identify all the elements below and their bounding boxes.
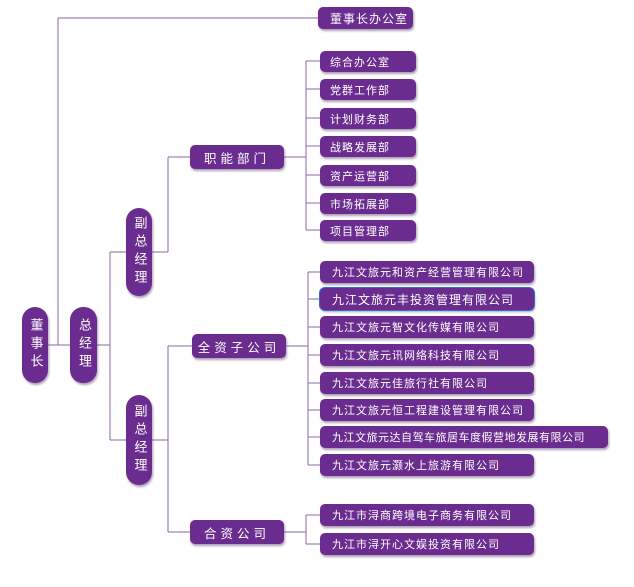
joint-ventures-node: 合资公司 (190, 520, 284, 544)
functional-departments-node: 职能部门 (190, 145, 284, 169)
subsidiary-item: 九江文旅元智文化传媒有限公司 (320, 316, 534, 338)
subsidiary-item: 九江文旅元和资产经营管理有限公司 (320, 261, 534, 283)
subsidiary-item: 九江文旅元达自驾车旅居车度假营地发展有限公司 (320, 426, 608, 448)
subsidiary-item: 九江文旅元佳旅行社有限公司 (320, 372, 534, 394)
vice-general-manager-node-bottom: 副总经理 (126, 395, 152, 485)
dept-party-work: 党群工作部 (320, 79, 416, 100)
chairman-office-node: 董事长办公室 (318, 7, 413, 29)
dept-market-expansion: 市场拓展部 (320, 193, 416, 214)
chairman-node: 董事长 (22, 307, 48, 383)
joint-venture-item: 九江市浔开心文娱投资有限公司 (320, 533, 534, 555)
dept-project-management: 项目管理部 (320, 220, 416, 241)
dept-general-office: 综合办公室 (320, 51, 416, 72)
general-manager-node: 总经理 (70, 307, 97, 383)
subsidiary-item: 九江文旅元丰投资管理有限公司 (320, 288, 534, 310)
dept-asset-operation: 资产运营部 (320, 165, 416, 186)
dept-strategy-development: 战略发展部 (320, 136, 416, 157)
subsidiary-item: 九江文旅元恒工程建设管理有限公司 (320, 399, 534, 421)
subsidiary-item: 九江文旅元灏水上旅游有限公司 (320, 454, 534, 476)
wholly-owned-subsidiaries-node: 全资子公司 (192, 334, 286, 358)
vice-general-manager-node-top: 副总经理 (126, 208, 152, 296)
joint-venture-item: 九江市浔商跨境电子商务有限公司 (320, 504, 534, 526)
dept-planning-finance: 计划财务部 (320, 108, 416, 129)
subsidiary-item: 九江文旅元讯网络科技有限公司 (320, 344, 534, 366)
